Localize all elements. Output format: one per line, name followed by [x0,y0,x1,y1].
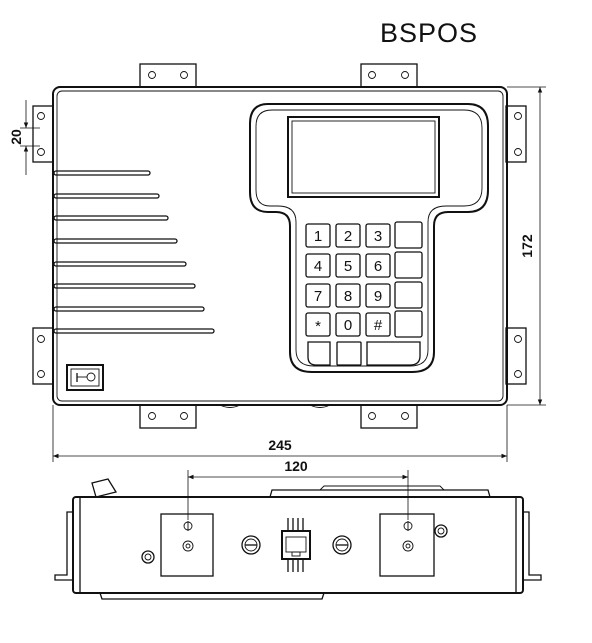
bottom-bracket-right [379,513,435,577]
key-6[interactable]: 6 [365,253,391,278]
display-screen [287,116,440,198]
key-9[interactable]: 9 [365,283,391,308]
dimension-label-width: 245 [268,437,292,453]
mounting-bracket-bottom-left [139,404,197,429]
key-3[interactable]: 3 [365,223,391,248]
svg-text:1: 1 [314,228,322,245]
svg-text:8: 8 [344,288,352,305]
key-1[interactable]: 1 [305,223,331,248]
keypad-profile [269,489,491,498]
dimension-label-height: 172 [519,234,535,258]
svg-text:#: # [374,317,383,334]
key-function-1[interactable] [394,221,423,249]
svg-text:7: 7 [314,288,322,305]
screw-icon [332,535,352,555]
switch-protrusion [91,478,118,498]
key-bottom-left[interactable] [307,341,331,366]
power-switch-icon[interactable] [66,364,104,391]
dimension-label-bracket-gap: 20 [8,129,24,145]
svg-text:5: 5 [344,258,352,275]
mounting-bracket-right-upper [505,105,527,163]
key-function-2[interactable] [394,251,423,279]
dimension-height: 172 [507,86,546,406]
key-bottom-middle[interactable] [336,341,362,366]
svg-text:*: * [315,318,321,335]
svg-text:6: 6 [374,258,382,275]
dimension-bracket-gap: 20 [8,100,40,175]
key-bottom-right[interactable] [366,341,421,366]
key-function-3[interactable] [394,281,423,309]
svg-text:4: 4 [314,258,322,275]
dimension-label-bracket-spacing: 120 [284,458,308,474]
vent-slots [53,170,215,334]
key-2[interactable]: 2 [335,223,361,248]
key-star[interactable]: * [305,312,331,337]
page-title: BSPOS [380,18,478,48]
keypad: 1 2 3 4 5 6 [305,221,423,366]
key-0[interactable]: 0 [335,312,361,337]
svg-text:9: 9 [374,288,382,305]
mounting-bracket-left-lower [32,327,54,385]
key-4[interactable]: 4 [305,253,331,278]
mounting-bracket-top-right [360,63,418,88]
terminal-body [249,103,489,373]
dimension-width: 245 [52,405,508,462]
key-8[interactable]: 8 [335,283,361,308]
mounting-bracket-right-lower [505,327,527,385]
bottom-bracket-left [160,513,214,577]
mounting-bracket-top-left [139,63,197,88]
mounting-bracket-bottom-right [360,404,418,429]
svg-text:2: 2 [344,228,352,245]
key-hash[interactable]: # [365,312,391,337]
bottom-view [54,478,542,600]
screw-icon [434,524,448,538]
screw-icon [141,550,155,564]
screw-icon [241,535,261,555]
svg-text:0: 0 [344,317,352,334]
front-view: 1 2 3 4 5 6 [32,63,527,429]
dimension-bracket-spacing: 120 [187,458,409,520]
housing-outline [52,86,508,406]
svg-text:3: 3 [374,228,382,245]
key-5[interactable]: 5 [335,253,361,278]
key-7[interactable]: 7 [305,283,331,308]
bottom-housing [72,496,524,594]
mounting-bracket-left-upper [32,105,54,163]
rj45-port-icon[interactable] [281,518,311,572]
key-function-4[interactable] [394,310,423,338]
